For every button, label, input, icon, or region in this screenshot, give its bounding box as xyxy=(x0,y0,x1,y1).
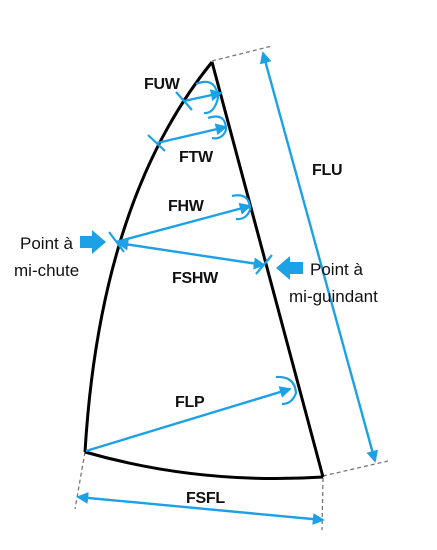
fuw-tick xyxy=(175,91,193,111)
flu-label: FLU xyxy=(312,162,342,179)
ftw-label: FTW xyxy=(179,149,214,166)
fhw-arc xyxy=(231,194,252,221)
fuw-label: FUW xyxy=(144,76,181,93)
fuw-arrow xyxy=(183,89,223,103)
measurement-arrows xyxy=(76,51,379,526)
head-guide-line xyxy=(211,45,273,62)
fuw-arc xyxy=(195,80,220,115)
sail-luff xyxy=(210,61,325,478)
fshw-label: FSHW xyxy=(172,270,219,287)
edge-ticks xyxy=(108,91,273,275)
flp-label: FLP xyxy=(175,394,205,411)
flu-arrow xyxy=(259,51,379,463)
fsfl-arrow xyxy=(76,491,325,526)
tack-foot-guide-line xyxy=(321,477,324,531)
ftw-arrow xyxy=(156,123,228,145)
sail-foot xyxy=(84,450,324,481)
fhw-label: FHW xyxy=(168,198,205,215)
fshw-arrow xyxy=(116,238,266,270)
flp-arc xyxy=(275,375,298,406)
flp-arrow xyxy=(85,386,292,453)
luff-point-label-line1: Point à xyxy=(310,260,363,279)
perpendicular-arcs xyxy=(195,80,298,406)
luff-mid-tick xyxy=(255,254,273,275)
pointer-arrows xyxy=(80,230,303,280)
tack-guide-line xyxy=(74,451,86,510)
leech-pointer-arrow xyxy=(80,230,106,254)
luff-point-label-line2: mi-guindant xyxy=(289,287,378,306)
leech-point-label-line1: Point à xyxy=(20,234,73,253)
ftw-tick xyxy=(147,134,166,152)
clew-guide-line xyxy=(322,460,389,477)
leech-mid-tick xyxy=(108,231,125,253)
fsfl-label: FSFL xyxy=(186,490,225,507)
luff-pointer-arrow xyxy=(276,256,303,280)
leech-point-label-line2: mi-chute xyxy=(14,261,79,280)
fhw-arrow xyxy=(115,202,252,244)
ftw-arc xyxy=(207,115,228,140)
